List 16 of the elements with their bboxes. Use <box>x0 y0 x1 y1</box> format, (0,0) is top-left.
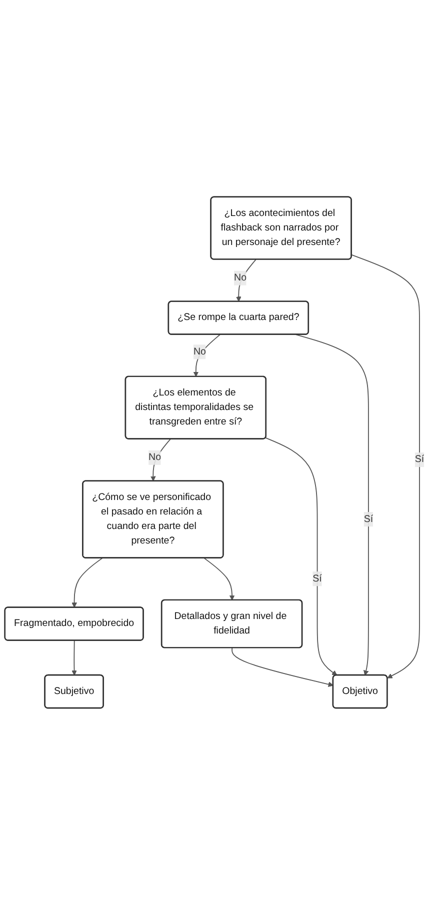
edge-label: Sí <box>364 513 374 524</box>
edge-label: No <box>234 272 247 282</box>
arrow <box>204 557 235 600</box>
arrow <box>265 436 338 676</box>
arrow <box>72 640 77 676</box>
arrow <box>193 334 220 377</box>
arrow <box>236 258 256 302</box>
edge-label: No <box>148 452 162 462</box>
edge-label: No <box>193 346 206 356</box>
arrow <box>351 254 420 678</box>
arrow <box>72 557 103 608</box>
arrow <box>232 646 334 686</box>
edge-label: Sí <box>414 454 424 464</box>
arrow <box>295 334 369 676</box>
arrow <box>150 438 171 481</box>
edge-label: Sí <box>312 572 322 584</box>
